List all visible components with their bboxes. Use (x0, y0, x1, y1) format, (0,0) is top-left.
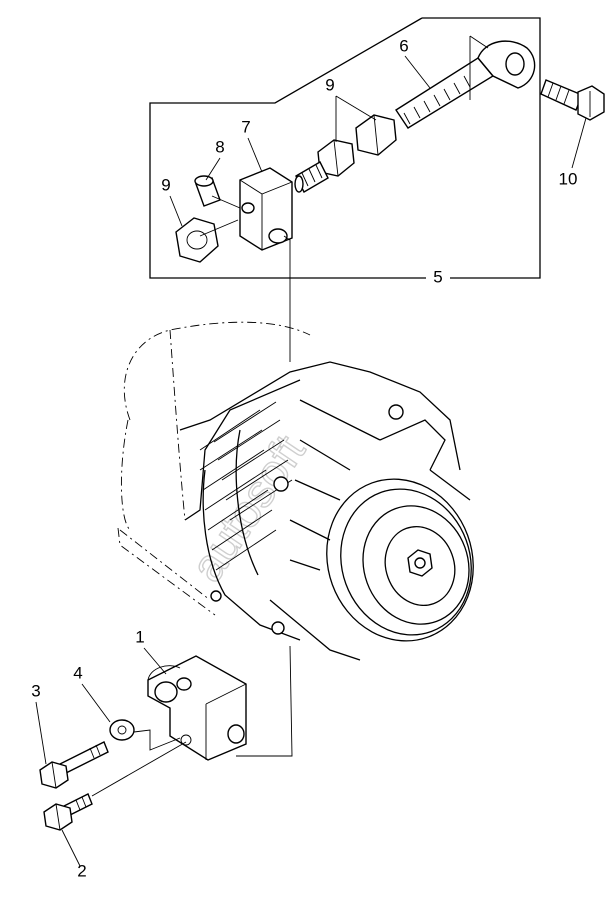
kit-5-frame (149, 17, 541, 279)
mounting-bracket-part-1 (147, 655, 247, 761)
threaded-stud (294, 161, 329, 193)
callout-9-lower: 9 (161, 175, 170, 194)
trunnion-block-part-7 (239, 167, 293, 251)
callout-4: 4 (73, 663, 82, 682)
bracket-leader-lines (91, 729, 187, 797)
washer-part-4 (109, 719, 135, 741)
callout-8: 8 (215, 137, 224, 156)
alternator-pulley (326, 478, 474, 642)
bolt-part-10 (540, 79, 605, 121)
callout-leaders (35, 55, 587, 867)
callout-10: 10 (559, 169, 578, 188)
adjuster-nuts-part-9 (317, 114, 397, 177)
screw-part-3 (39, 741, 109, 789)
callout-2: 2 (77, 861, 86, 880)
sleeve-part-8 (194, 175, 221, 207)
callout-9-upper: 9 (325, 75, 334, 94)
screw-part-2 (43, 793, 93, 831)
callout-7: 7 (241, 117, 250, 136)
assembly-leader-lines (199, 195, 293, 757)
tension-rod-part-6 (395, 35, 536, 129)
callout-1: 1 (135, 627, 144, 646)
callout-5: 5 (433, 267, 442, 286)
callout-labels: 1 2 3 4 5 6 7 8 9 9 10 (31, 36, 577, 880)
callout-6: 6 (399, 36, 408, 55)
alternator-body (117, 321, 471, 661)
callout-3: 3 (31, 681, 40, 700)
nut-part-9 (175, 217, 219, 263)
